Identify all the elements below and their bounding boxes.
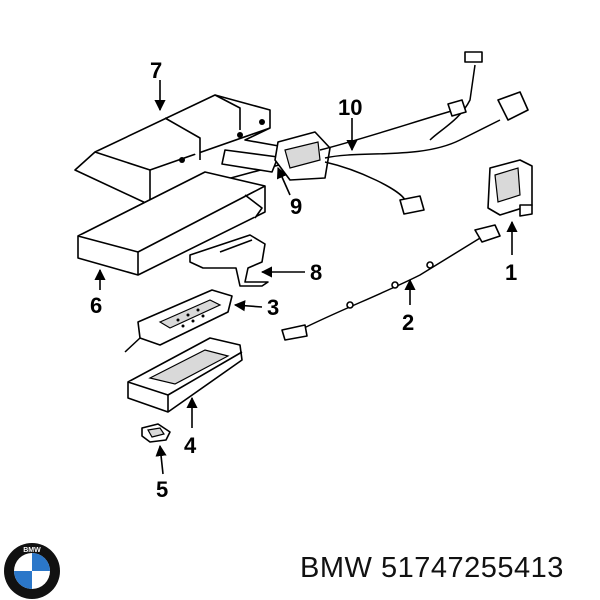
callout-10: 10 xyxy=(338,95,362,120)
callout-4: 4 xyxy=(184,433,197,458)
part-4-cradle xyxy=(127,337,243,413)
callout-labels: 7 10 9 6 8 3 1 2 4 5 xyxy=(90,58,517,502)
part-2-cable xyxy=(281,224,501,341)
part-5-clip xyxy=(141,423,171,443)
callout-9: 9 xyxy=(290,194,302,219)
part-10-control-unit xyxy=(274,51,529,215)
part-6-box xyxy=(77,171,266,276)
logo-quadrant-blue-1 xyxy=(32,553,50,571)
leader-5 xyxy=(155,444,167,475)
caption-brand: BMW xyxy=(300,552,373,584)
callout-3: 3 xyxy=(267,295,279,320)
part-3-handset xyxy=(124,289,233,353)
part-7-bracket xyxy=(74,94,291,206)
callout-7: 7 xyxy=(150,58,162,83)
leader-3 xyxy=(233,300,263,312)
part-9-plate xyxy=(221,149,279,173)
leader-lines xyxy=(94,80,518,475)
part-1-module xyxy=(487,159,533,217)
leader-9 xyxy=(276,166,291,196)
logo-quadrant-blue-2 xyxy=(14,571,32,589)
bmw-logo: BMW xyxy=(4,543,60,599)
callout-5: 5 xyxy=(156,477,168,502)
callout-6: 6 xyxy=(90,293,102,318)
callout-1: 1 xyxy=(505,260,517,285)
part-caption: BMW 51747255413 xyxy=(300,552,564,585)
callout-8: 8 xyxy=(310,260,322,285)
logo-lettering: BMW xyxy=(23,547,41,554)
part-8-clip xyxy=(189,234,269,287)
caption-part-number: 51747255413 xyxy=(380,552,564,584)
callout-2: 2 xyxy=(402,310,414,335)
